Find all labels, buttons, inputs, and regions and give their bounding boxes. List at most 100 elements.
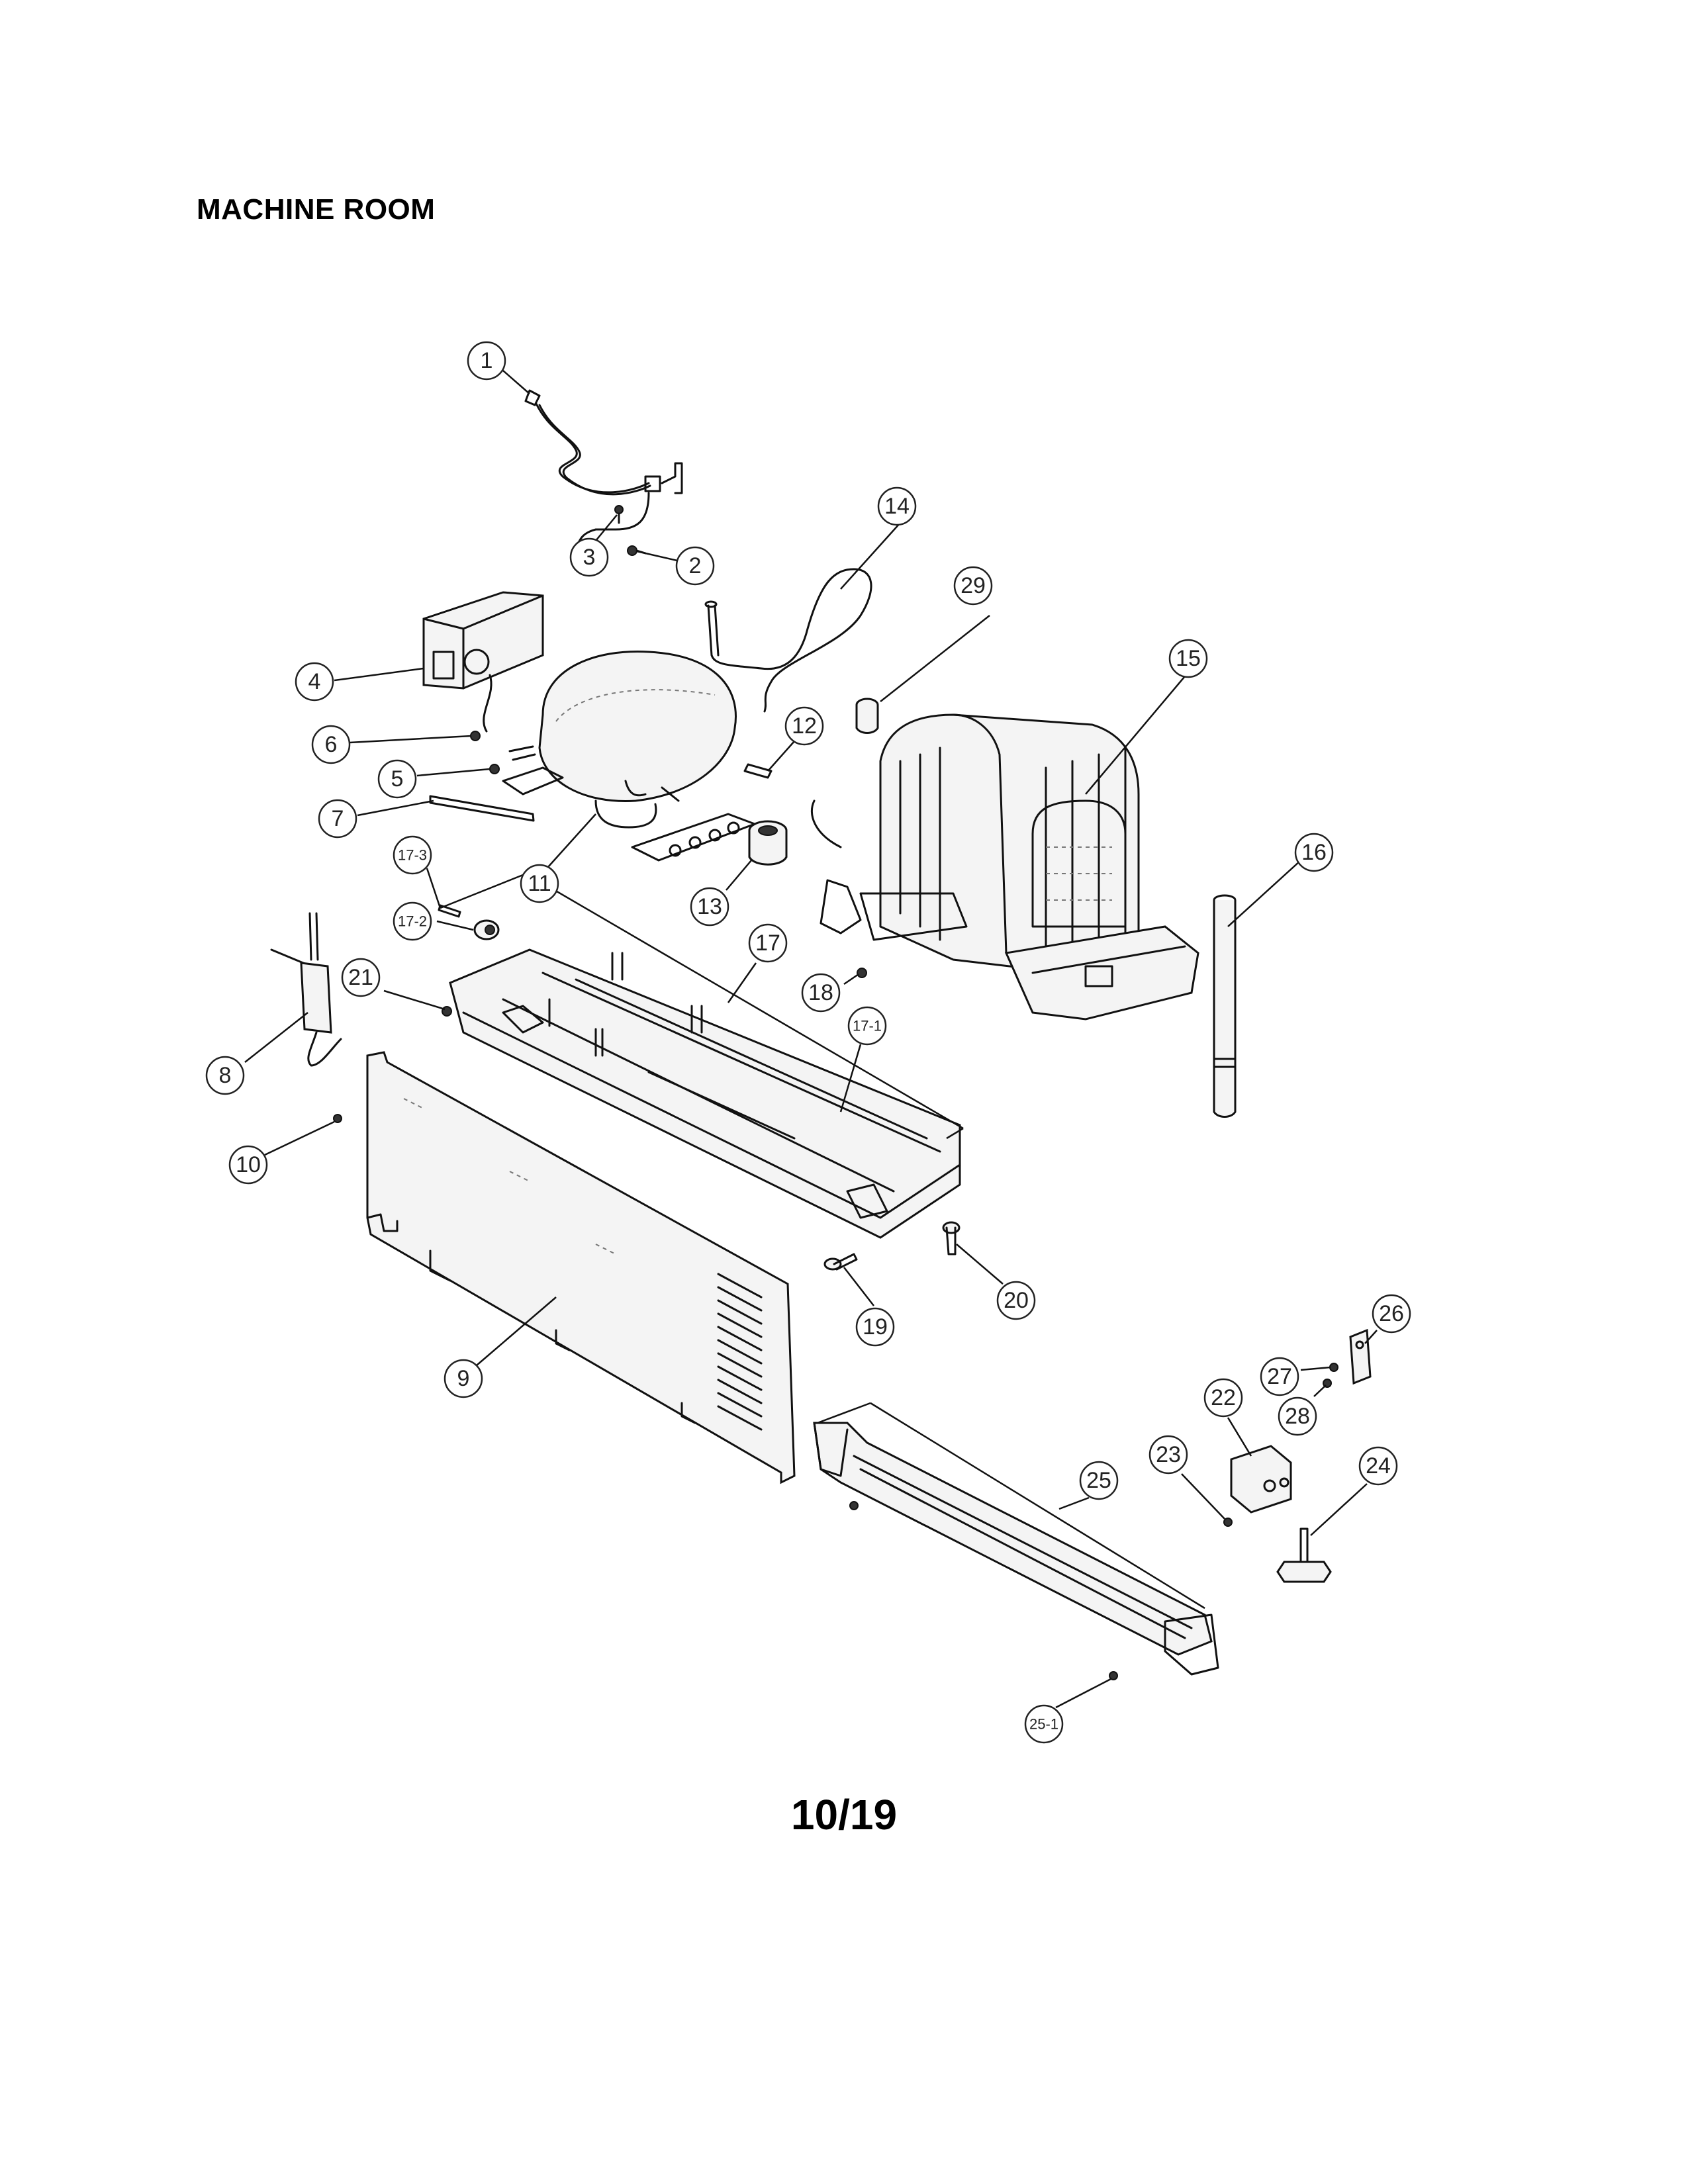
svg-text:29: 29 xyxy=(961,573,986,598)
svg-text:25-1: 25-1 xyxy=(1029,1716,1058,1733)
callout-8: 8 xyxy=(205,1056,245,1095)
callout-19: 19 xyxy=(855,1307,895,1347)
callout-7: 7 xyxy=(318,799,357,839)
tube-14 xyxy=(704,568,872,713)
svg-text:12: 12 xyxy=(792,713,817,739)
callout-12: 12 xyxy=(784,706,824,746)
callout-25: 25 xyxy=(1079,1461,1119,1500)
bolt-19 xyxy=(823,1253,858,1271)
callout-3: 3 xyxy=(569,537,609,577)
screw-23 xyxy=(1223,1518,1233,1527)
callout-15: 15 xyxy=(1168,639,1208,678)
grommet-13 xyxy=(748,820,788,866)
callout-5: 5 xyxy=(377,759,417,799)
callout-21: 21 xyxy=(341,958,381,997)
svg-text:3: 3 xyxy=(583,545,596,570)
back-cover-panel xyxy=(366,1051,796,1484)
callout-22: 22 xyxy=(1203,1378,1243,1418)
svg-text:1: 1 xyxy=(481,348,493,373)
svg-text:9: 9 xyxy=(457,1366,470,1391)
svg-text:6: 6 xyxy=(325,732,338,757)
callout-26: 26 xyxy=(1372,1294,1411,1334)
svg-text:17-1: 17-1 xyxy=(853,1018,882,1034)
bolt-20 xyxy=(942,1221,961,1255)
callout-17: 17 xyxy=(748,923,788,963)
power-cord xyxy=(524,389,683,551)
screw-25-1 xyxy=(1109,1671,1118,1680)
relay-box xyxy=(422,591,544,733)
svg-text:17-2: 17-2 xyxy=(398,913,427,930)
svg-text:2: 2 xyxy=(689,553,702,578)
callout-17-3: 17-3 xyxy=(393,835,432,875)
callout-23: 23 xyxy=(1149,1435,1188,1475)
svg-text:15: 15 xyxy=(1176,646,1201,671)
svg-text:4: 4 xyxy=(308,669,321,694)
callout-6: 6 xyxy=(311,725,351,764)
callout-17-1: 17-1 xyxy=(847,1006,887,1046)
condenser xyxy=(810,713,1199,1021)
callout-20: 20 xyxy=(996,1281,1036,1320)
callout-4: 4 xyxy=(295,662,334,702)
svg-text:13: 13 xyxy=(697,894,722,919)
callout-29: 29 xyxy=(953,566,993,606)
callout-13: 13 xyxy=(690,887,729,927)
svg-text:18: 18 xyxy=(808,980,833,1005)
drier-8 xyxy=(270,912,342,1067)
svg-text:20: 20 xyxy=(1004,1288,1029,1313)
screw-10 xyxy=(333,1114,342,1123)
hinge-26 xyxy=(1349,1328,1372,1385)
base-frame xyxy=(449,948,961,1239)
svg-text:16: 16 xyxy=(1301,840,1327,865)
svg-text:11: 11 xyxy=(528,871,551,896)
panel-vents xyxy=(717,1273,763,1431)
sleeve-29 xyxy=(855,698,879,734)
clip-12 xyxy=(743,763,773,779)
screw-3 xyxy=(614,505,624,524)
callout-10: 10 xyxy=(228,1145,268,1185)
pin-17-3 xyxy=(438,904,461,918)
assembly-lines xyxy=(440,872,1205,1610)
grommet-17-2 xyxy=(473,919,500,940)
screw-2 xyxy=(627,545,647,556)
svg-text:5: 5 xyxy=(391,766,404,792)
svg-text:17: 17 xyxy=(755,931,780,956)
svg-text:22: 22 xyxy=(1211,1385,1236,1410)
page-number: 10/19 xyxy=(790,1791,898,1839)
leveling-foot xyxy=(1276,1527,1332,1583)
grille-screw xyxy=(849,1501,859,1510)
page-title: MACHINE ROOM xyxy=(197,193,436,226)
screw-5 xyxy=(489,764,500,774)
screw-18 xyxy=(857,968,867,978)
rod-7 xyxy=(429,795,535,822)
callout-14: 14 xyxy=(877,486,917,526)
screw-21 xyxy=(442,1006,452,1017)
svg-text:23: 23 xyxy=(1156,1442,1181,1467)
callout-9: 9 xyxy=(444,1359,483,1398)
screw-27 xyxy=(1329,1363,1338,1372)
svg-text:25: 25 xyxy=(1086,1468,1111,1493)
callout-25-1: 25-1 xyxy=(1024,1704,1064,1744)
svg-text:24: 24 xyxy=(1366,1453,1391,1479)
svg-text:28: 28 xyxy=(1285,1404,1310,1429)
svg-text:26: 26 xyxy=(1379,1301,1404,1326)
svg-text:14: 14 xyxy=(884,494,910,519)
leader-lines xyxy=(244,370,1378,1709)
compressor xyxy=(502,650,756,862)
svg-text:17-3: 17-3 xyxy=(398,847,427,864)
callout-18: 18 xyxy=(801,973,841,1013)
front-grille xyxy=(813,1422,1219,1676)
callout-27: 27 xyxy=(1260,1357,1299,1396)
callout-28: 28 xyxy=(1278,1396,1317,1436)
svg-text:8: 8 xyxy=(219,1063,232,1088)
svg-text:21: 21 xyxy=(348,965,373,990)
callout-16: 16 xyxy=(1294,833,1334,872)
callout-11: 11 xyxy=(520,864,559,903)
callout-2: 2 xyxy=(675,546,715,586)
svg-text:7: 7 xyxy=(332,806,344,831)
callout-17-2: 17-2 xyxy=(393,901,432,941)
pipe-16 xyxy=(1213,894,1237,1118)
callout-1: 1 xyxy=(467,341,506,381)
svg-text:10: 10 xyxy=(236,1152,261,1177)
bracket-22 xyxy=(1230,1445,1292,1514)
